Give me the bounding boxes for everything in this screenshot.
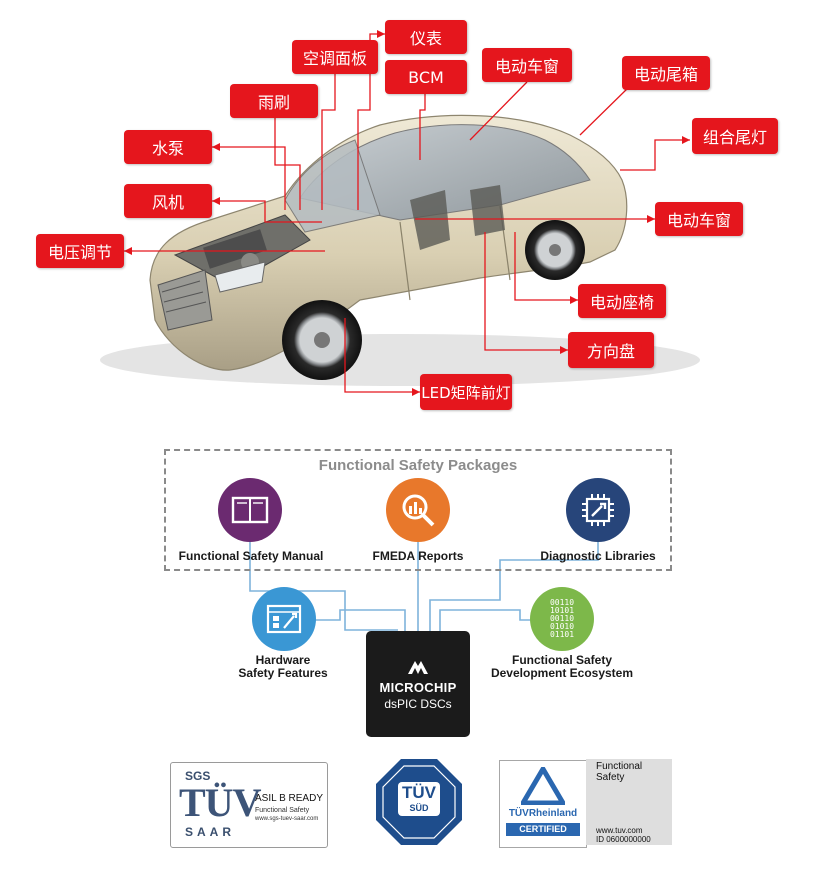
callout-power-window-right: 电动车窗 [655,202,743,236]
callout-combo-taillight: 组合尾灯 [692,118,778,154]
packages-frame [164,449,672,571]
rheinland-brand: TÜVRheinland [508,808,578,819]
microchip-dspic-chip: MICROCHIP dsPIC DSCs [366,631,470,737]
rheinland-url: www.tuv.com [596,826,643,835]
callout-water-pump: 水泵 [124,130,212,164]
callout-fan: 风机 [124,184,212,218]
tuv-rheinland-logo: TÜVRheinland CERTIFIED [499,760,587,848]
rheinland-certified: CERTIFIED [506,823,580,836]
magnifier-chart-icon [386,478,450,542]
callout-steering-wheel: 方向盘 [568,332,654,368]
callout-power-tailgate: 电动尾箱 [622,56,710,90]
rheinland-ftext-2: Safety [596,772,625,783]
binary-code-icon: 00110 10101 00110 01010 01101 [530,587,594,651]
chip-product: dsPIC DSCs [384,696,452,711]
packages-title: Functional Safety Packages [318,457,518,474]
binary-line: 00110 [549,614,575,623]
callout-led-matrix-headlight: LED矩阵前灯 [420,374,512,410]
binary-line: 10101 [549,606,575,615]
sgs-functional-safety-text: Functional Safety [255,807,310,814]
chip-wrench-icon [566,478,630,542]
rheinland-id: ID 0600000000 [596,835,651,844]
ecosystem-label-line1: Functional Safety [511,653,612,667]
rheinland-info-panel [586,759,672,845]
hardware-tools-icon [252,587,316,651]
rheinland-url-block: www.tuv.com ID 0600000000 [596,826,651,844]
asil-b-ready-text: ASIL B READY [255,793,323,804]
book-icon [218,478,282,542]
car-cutaway-illustration [100,30,700,396]
hardware-label-line1: Hardware [255,653,311,667]
callout-power-seat: 电动座椅 [578,284,666,318]
chip-brand: MICROCHIP [379,679,457,695]
sgs-text: SGS [185,769,211,783]
package-label-diagnostic: Diagnostic Libraries [540,549,656,563]
tuv-sud-tuv-text: TÜV [402,783,436,802]
binary-line: 01101 [549,630,575,639]
sgs-saar-text: SAAR [185,825,236,839]
package-label-fmeda: FMEDA Reports [372,549,464,563]
callout-bcm: BCM [385,60,467,94]
binary-line: 00110 [549,598,575,607]
callout-power-window-top: 电动车窗 [482,48,572,82]
binary-line: 01010 [549,622,575,631]
sgs-tuv-saar-logo: SGS TÜV SAAR ASIL B READY Functional Saf… [170,762,328,848]
hardware-label-line2: Safety Features [238,666,328,680]
rheinland-triangle-icon [521,767,565,805]
microchip-logo-icon [408,660,428,674]
package-label-manual: Functional Safety Manual [178,549,324,563]
callout-wiper: 雨刷 [230,84,318,118]
rheinland-ftext-1: Functional [596,761,643,772]
callout-instrument: 仪表 [385,20,467,54]
sgs-url-text: www.sgs-tuev-saar.com [255,816,319,822]
tuv-sud-logo: TÜV SÜD [374,757,464,847]
callout-ac-panel: 空调面板 [292,40,378,74]
callout-voltage-regulator: 电压调节 [36,234,124,268]
ecosystem-label-line2: Development Ecosystem [490,666,634,680]
rheinland-functional-safety: Functional Safety [596,761,642,783]
tuv-sud-sud-text: SÜD [409,803,429,813]
sgs-tuv-text: TÜV [179,780,261,825]
